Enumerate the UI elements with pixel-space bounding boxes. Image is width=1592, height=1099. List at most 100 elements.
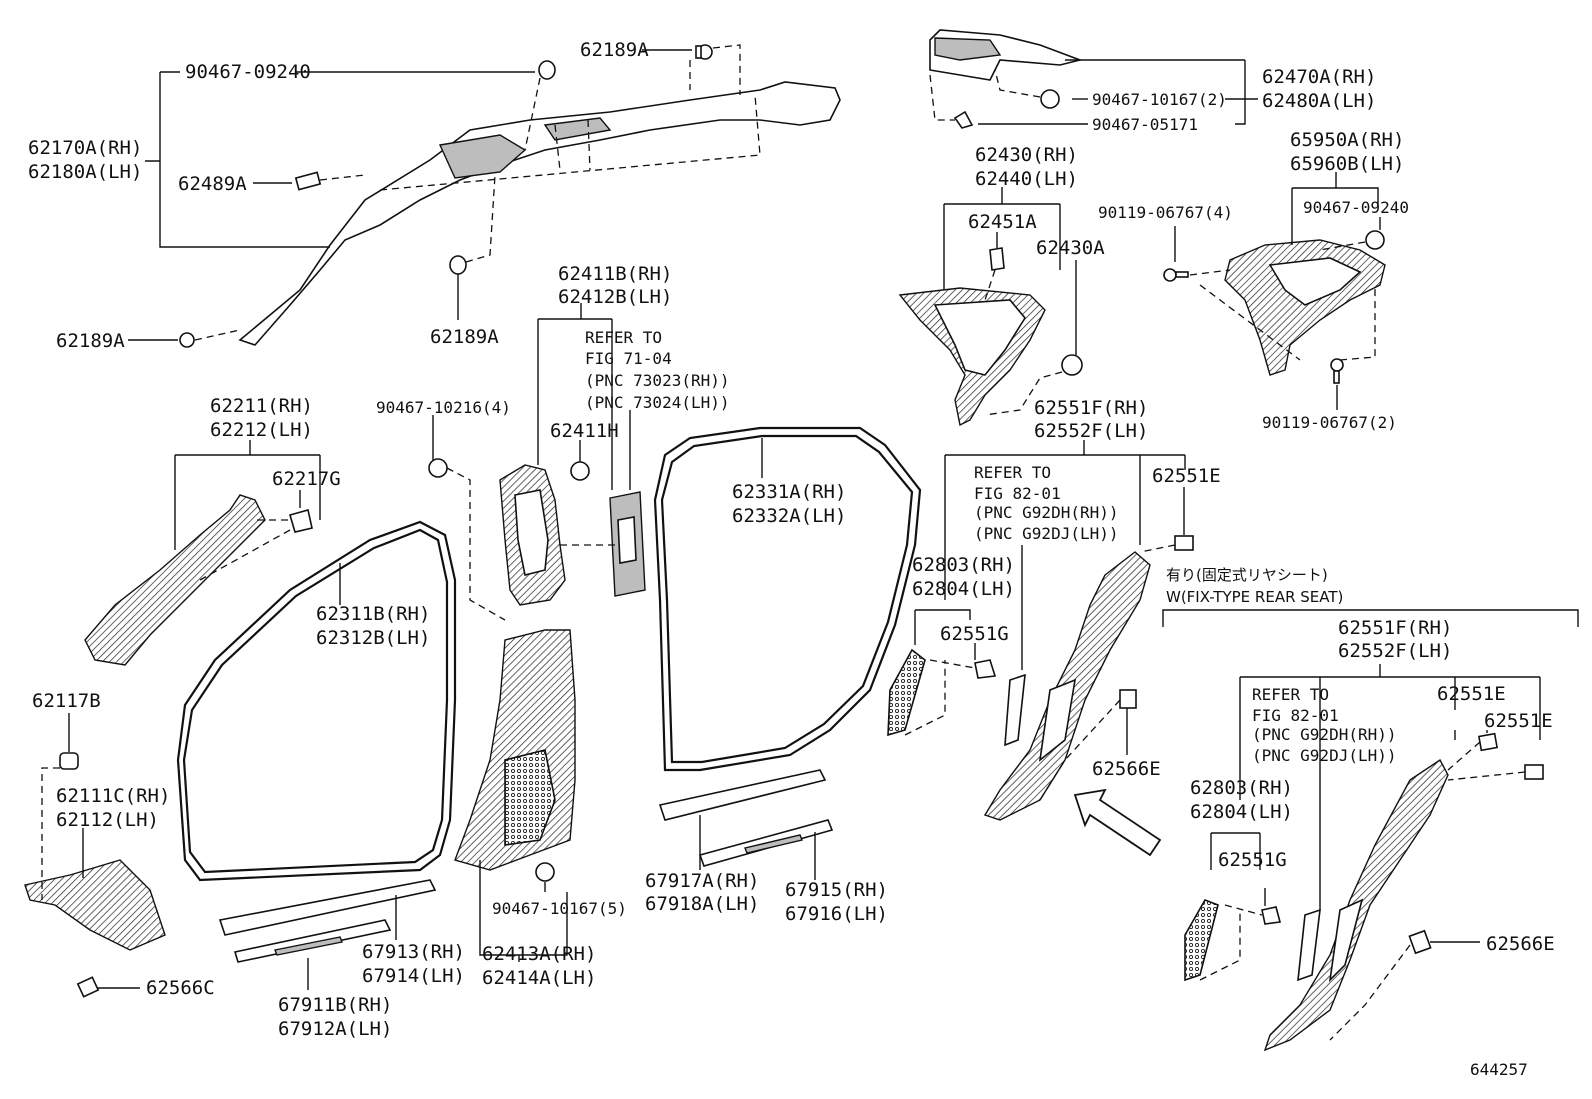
label-62212: 62212(LH) xyxy=(210,419,313,441)
center-pillar-upper-62411B xyxy=(499,464,566,606)
clip-62551E-mid xyxy=(1174,535,1194,551)
clip-62566E-mid xyxy=(1119,689,1137,709)
label-62189A-top: 62189A xyxy=(580,39,649,61)
scuff-plate-67913 xyxy=(218,879,437,936)
view-direction-arrow xyxy=(1073,788,1162,857)
label-62217G: 62217G xyxy=(272,468,341,490)
label-62411B: 62411B(RH) xyxy=(558,263,672,285)
label-62566C: 62566C xyxy=(146,977,215,999)
note-fix-type-jp: 有り(固定式リヤシート) xyxy=(1166,566,1328,584)
label-62430A: 62430A xyxy=(1036,237,1105,259)
clip-62566C xyxy=(76,976,100,998)
refer-fig82b-line4: (PNC G92DJ(LH)) xyxy=(1252,746,1397,765)
refer-fig82b-line2: FIG 82-01 xyxy=(1252,706,1339,725)
clip-62551G-right xyxy=(1261,906,1282,925)
refer-fig82a-line1: REFER TO xyxy=(974,463,1051,482)
label-90467-10167-2: 90467-10167(2) xyxy=(1092,90,1227,109)
label-62489A: 62489A xyxy=(178,173,247,195)
label-62189A-left: 62189A xyxy=(56,330,125,352)
label-62332A: 62332A(LH) xyxy=(732,505,846,527)
part-labels: 62189A 90467-09240 62170A(RH) 62180A(LH)… xyxy=(28,39,1555,1079)
refer-fig82a-line3: (PNC G92DH(RH)) xyxy=(974,503,1119,522)
label-62440: 62440(LH) xyxy=(975,168,1078,190)
quarter-trim-62470A xyxy=(929,29,1083,81)
label-62552F-right: 62552F(LH) xyxy=(1338,640,1452,662)
screw-90119-06767-top xyxy=(1163,268,1189,282)
clip-90467-05171 xyxy=(953,110,974,129)
scuff-plate-67917A xyxy=(658,769,827,821)
screw-90119-06767-bottom xyxy=(1330,358,1344,384)
clip-62189A-left xyxy=(179,332,195,348)
clip-90467-10216 xyxy=(428,458,448,478)
label-90467-10167-5: 90467-10167(5) xyxy=(492,899,627,918)
clip-62189A-mid xyxy=(449,255,467,275)
label-62551E-right-a: 62551E xyxy=(1437,683,1506,705)
refer-fig82a-line4: (PNC G92DJ(LH)) xyxy=(974,524,1119,543)
clip-62430A xyxy=(1061,354,1083,376)
label-90467-10216-4: 90467-10216(4) xyxy=(376,398,511,417)
scuff-plate-67911B xyxy=(233,919,392,963)
seatbelt-adjuster-ref xyxy=(609,491,646,597)
label-62189A-mid: 62189A xyxy=(430,326,499,348)
clip-62489A xyxy=(294,171,322,191)
label-62180A: 62180A(LH) xyxy=(28,161,142,183)
label-62551G-mid: 62551G xyxy=(940,623,1009,645)
label-62551F-mid: 62551F(RH) xyxy=(1034,397,1148,419)
refer-fig82b-line3: (PNC G92DH(RH)) xyxy=(1252,725,1397,744)
label-62411H: 62411H xyxy=(550,420,619,442)
label-90467-09240-top: 90467-09240 xyxy=(185,61,311,83)
label-62804-mid: 62804(LH) xyxy=(912,578,1015,600)
clip-62411H xyxy=(570,461,590,481)
refer-fig71-line4: (PNC 73024(LH)) xyxy=(585,393,730,412)
deck-side-trim-65950A xyxy=(1224,239,1386,376)
label-67911B: 67911B(RH) xyxy=(278,994,392,1016)
label-67918A: 67918A(LH) xyxy=(645,893,759,915)
quarter-pillar-lower-62551F-mid xyxy=(983,551,1151,821)
label-90119-06767-4: 90119-06767(4) xyxy=(1098,203,1233,222)
belt-cover-ref-mid xyxy=(1004,673,1026,747)
label-65960B: 65960B(LH) xyxy=(1290,153,1404,175)
refer-fig71-line1: REFER TO xyxy=(585,328,662,347)
label-62551E-right-b: 62551E xyxy=(1484,710,1553,732)
label-67914: 67914(LH) xyxy=(362,965,465,987)
clip-62217G xyxy=(289,509,313,533)
label-67917A: 67917A(RH) xyxy=(645,870,759,892)
label-62551G-right: 62551G xyxy=(1218,849,1287,871)
clip-90467-10167-top xyxy=(1040,89,1060,109)
label-62552F-mid: 62552F(LH) xyxy=(1034,420,1148,442)
label-62804-right: 62804(LH) xyxy=(1190,801,1293,823)
refer-fig82b-line1: REFER TO xyxy=(1252,685,1329,704)
label-62451A: 62451A xyxy=(968,211,1037,233)
label-62551E-mid: 62551E xyxy=(1152,465,1221,487)
refer-fig71-line3: (PNC 73023(RH)) xyxy=(585,371,730,390)
label-62312B: 62312B(LH) xyxy=(316,627,430,649)
clip-62566E-right xyxy=(1408,929,1432,955)
speaker-grille-62803-mid xyxy=(887,648,926,737)
label-67916: 67916(LH) xyxy=(785,903,888,925)
label-62413A: 62413A(RH) xyxy=(482,943,596,965)
fix-type-bracket xyxy=(1162,609,1579,627)
label-62331A: 62331A(RH) xyxy=(732,481,846,503)
label-62803-mid: 62803(RH) xyxy=(912,554,1015,576)
front-pillar-garnish-62211 xyxy=(84,494,266,666)
label-67913: 67913(RH) xyxy=(362,941,465,963)
label-62803-right: 62803(RH) xyxy=(1190,777,1293,799)
clip-62551G-mid xyxy=(974,659,997,679)
clip-90467-09240-right xyxy=(1365,230,1385,250)
clip-62551E-right-a xyxy=(1477,732,1499,752)
label-62412B: 62412B(LH) xyxy=(558,286,672,308)
label-62566E-mid: 62566E xyxy=(1092,758,1161,780)
label-62211: 62211(RH) xyxy=(210,395,313,417)
label-62112: 62112(LH) xyxy=(56,809,159,831)
clip-62189A-top xyxy=(695,44,713,60)
label-90467-05171: 90467-05171 xyxy=(1092,115,1198,134)
speaker-grille-62803-right xyxy=(1184,899,1219,982)
scuff-plate-67915 xyxy=(698,819,834,867)
label-90119-06767-2: 90119-06767(2) xyxy=(1262,413,1397,432)
label-62430: 62430(RH) xyxy=(975,144,1078,166)
belt-cover-ref-right xyxy=(1297,908,1321,982)
label-62480A: 62480A(LH) xyxy=(1262,90,1376,112)
label-62566E-right: 62566E xyxy=(1486,933,1555,955)
clip-62117B xyxy=(59,752,79,770)
